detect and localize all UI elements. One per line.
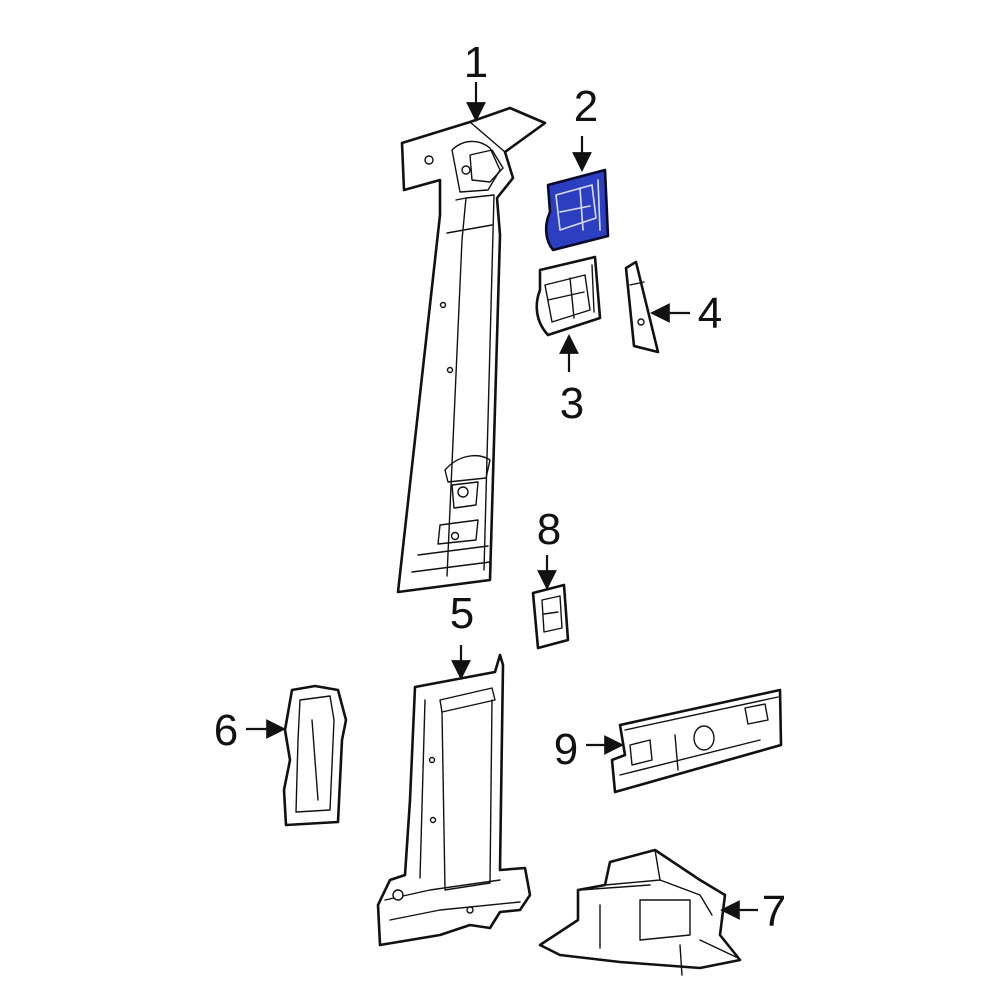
- callout-7: 7: [762, 887, 786, 936]
- callout-2: 2: [574, 82, 598, 131]
- leader-lines: [246, 82, 758, 920]
- callout-1: 1: [464, 38, 488, 87]
- callout-5: 5: [450, 589, 474, 638]
- callout-9: 9: [554, 725, 578, 774]
- part-5-lower-pillar[interactable]: [376, 653, 532, 947]
- part-1-pillar[interactable]: [396, 106, 547, 594]
- callout-4: 4: [698, 289, 722, 338]
- callout-8: 8: [537, 505, 561, 554]
- callouts: 1 2 3 4 5 6 7 8 9: [214, 38, 786, 936]
- part-2-reinforcement-highlighted[interactable]: [544, 168, 610, 252]
- part-4-strip[interactable]: [624, 260, 660, 354]
- part-7-floor-bracket[interactable]: [538, 848, 742, 976]
- part-6-plate[interactable]: [282, 684, 348, 827]
- callout-6: 6: [214, 706, 238, 755]
- callout-3: 3: [560, 379, 584, 428]
- part-3-bracket[interactable]: [535, 255, 602, 337]
- part-8-plate[interactable]: [531, 583, 570, 650]
- part-9-rail[interactable]: [610, 688, 783, 794]
